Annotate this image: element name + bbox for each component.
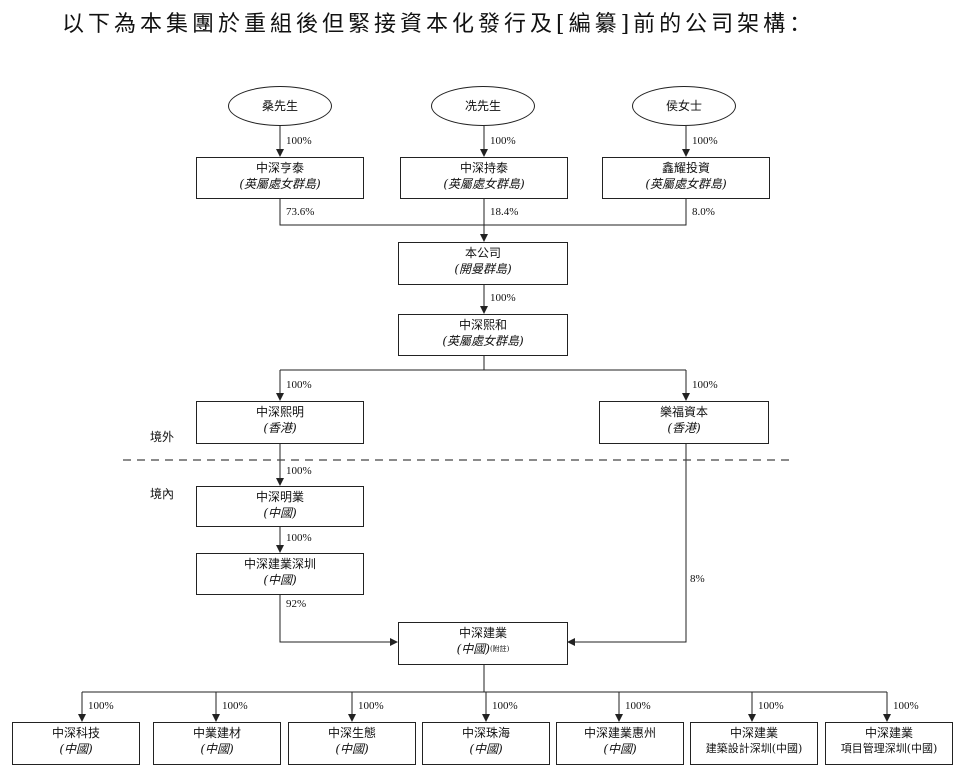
- shareholder-sang: 桑先生: [228, 86, 332, 126]
- entity-hengtai: 中深亨泰 (英屬處女群島): [196, 157, 364, 199]
- entity-jurisdiction: (中國): [59, 742, 93, 756]
- entity-jurisdiction: (中國): [200, 742, 234, 756]
- entity-jurisdiction: (香港): [263, 421, 297, 435]
- shareholder-hou: 侯女士: [632, 86, 736, 126]
- entity-jurisdiction: (中國): [456, 642, 490, 656]
- entity-jurisdiction: (開曼群島): [454, 262, 512, 276]
- entity-name: 中深建業: [458, 626, 507, 640]
- pct-sang: 100%: [286, 135, 312, 147]
- entity-jurisdiction: (英屬處女群島): [442, 334, 524, 348]
- entity-jurisdiction: (英屬處女群島): [443, 177, 525, 191]
- pct-lefu-opco: 8%: [690, 573, 705, 585]
- pct-ximing: 100%: [286, 379, 312, 391]
- pct-sub-6: 100%: [758, 700, 784, 712]
- entity-name: 中深建業深圳: [243, 557, 316, 571]
- entity-xihe: 中深熙和 (英屬處女群島): [398, 314, 568, 356]
- entity-name: 中深科技: [51, 726, 100, 740]
- pct-lefu: 100%: [692, 379, 718, 391]
- entity-name: 中深建業: [864, 726, 913, 740]
- entity-jurisdiction: (中國): [263, 573, 297, 587]
- shareholder-xian: 冼先生: [431, 86, 535, 126]
- entity-xinyao: 鑫耀投資 (英屬處女群島): [602, 157, 770, 199]
- entity-name: 中深建業惠州: [583, 726, 656, 740]
- entity-name: 中深熙明: [255, 405, 304, 419]
- entity-name: 樂福資本: [659, 405, 708, 419]
- entity-name: 中深熙和: [458, 318, 507, 332]
- entity-name: 中深建業: [729, 726, 778, 740]
- pct-company-xihe: 100%: [490, 292, 516, 304]
- entity-name: 中深亨泰: [255, 161, 304, 175]
- pct-mingye: 100%: [286, 465, 312, 477]
- arrow-to-opco-right: [567, 444, 687, 646]
- entity-name: 中深持泰: [459, 161, 508, 175]
- pct-sub-2: 100%: [222, 700, 248, 712]
- entity-sub-design: 中深建業 建築設計深圳(中國): [690, 722, 818, 765]
- entity-name: 中業建材: [192, 726, 241, 740]
- page-title: 以下為本集團於重組後但緊接資本化發行及[編纂]前的公司架構：: [62, 12, 816, 37]
- entity-jurisdiction: 建築設計深圳(中國): [705, 742, 803, 755]
- shareholder-name: 桑先生: [261, 99, 298, 113]
- zone-offshore-label: 境外: [150, 430, 175, 444]
- entity-sub-tech: 中深科技 (中國): [12, 722, 140, 765]
- entity-sub-ecology: 中深生態 (中國): [288, 722, 416, 765]
- entity-sub-project-mgmt: 中深建業 項目管理深圳(中國): [825, 722, 953, 765]
- entity-sub-huizhou: 中深建業惠州 (中國): [556, 722, 684, 765]
- entity-jianye-shenzhen: 中深建業深圳 (中國): [196, 553, 364, 595]
- pct-jianye-sz-opco: 92%: [286, 598, 307, 610]
- entity-name: 中深珠海: [461, 726, 510, 740]
- entity-company: 本公司 (開曼群島): [398, 242, 568, 285]
- entity-chitai: 中深持泰 (英屬處女群島): [400, 157, 568, 199]
- entity-name: 本公司: [464, 246, 501, 260]
- entity-sub-materials: 中業建材 (中國): [153, 722, 281, 765]
- entity-opco: 中深建業 (中國)(附註): [398, 622, 568, 665]
- shareholder-name: 冼先生: [464, 99, 501, 113]
- entity-name: 中深明業: [255, 490, 304, 504]
- pct-hou: 100%: [692, 135, 718, 147]
- entity-name: 鑫耀投資: [661, 161, 710, 175]
- entity-sub-zhuhai: 中深珠海 (中國): [422, 722, 550, 765]
- entity-jurisdiction: (英屬處女群島): [239, 177, 321, 191]
- pct-hengtai-company: 73.6%: [286, 206, 315, 218]
- pct-sub-1: 100%: [88, 700, 114, 712]
- entity-jurisdiction: (中國): [335, 742, 369, 756]
- entity-jurisdiction: (香港): [667, 421, 701, 435]
- entity-note: (附註): [489, 645, 510, 653]
- pct-chitai-company: 18.4%: [490, 206, 519, 218]
- arrow-to-opco-left: [279, 595, 398, 646]
- entity-jurisdiction: (中國): [603, 742, 637, 756]
- entity-ximing: 中深熙明 (香港): [196, 401, 364, 444]
- pct-xian: 100%: [490, 135, 516, 147]
- pct-sub-4: 100%: [492, 700, 518, 712]
- entity-jurisdiction: (英屬處女群島): [645, 177, 727, 191]
- entity-lefu: 樂福資本 (香港): [599, 401, 769, 444]
- pct-jianye-sz: 100%: [286, 532, 312, 544]
- pct-xinyao-company: 8.0%: [692, 206, 715, 218]
- entity-mingye: 中深明業 (中國): [196, 486, 364, 527]
- shareholder-name: 侯女士: [665, 99, 702, 113]
- holdco-join-line: [279, 199, 687, 226]
- zone-onshore-label: 境內: [150, 487, 175, 501]
- entity-jurisdiction: (中國): [263, 506, 297, 520]
- entity-name: 中深生態: [327, 726, 376, 740]
- pct-sub-7: 100%: [893, 700, 919, 712]
- entity-jurisdiction: 項目管理深圳(中國): [840, 742, 938, 755]
- pct-sub-3: 100%: [358, 700, 384, 712]
- pct-sub-5: 100%: [625, 700, 651, 712]
- entity-jurisdiction: (中國): [469, 742, 503, 756]
